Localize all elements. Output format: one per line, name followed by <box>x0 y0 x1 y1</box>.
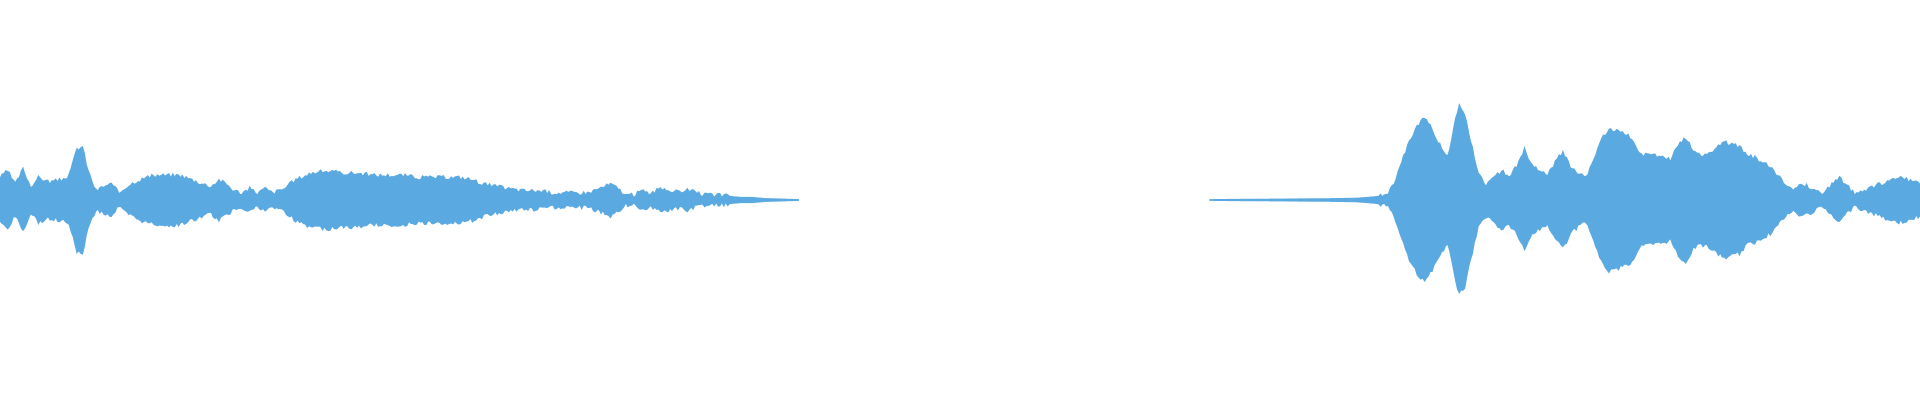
waveform-segment-2 <box>1209 102 1920 294</box>
waveform-segment-1 <box>0 146 799 255</box>
